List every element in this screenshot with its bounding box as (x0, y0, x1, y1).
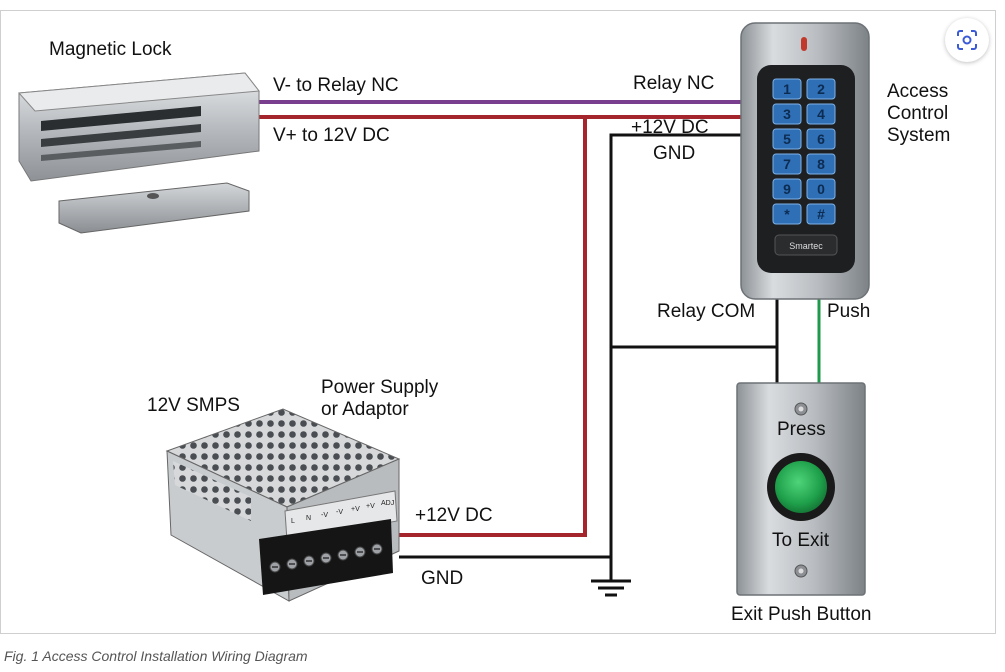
keypad-key: 8 (806, 153, 836, 175)
psu-terminal-label: -V (336, 509, 343, 516)
psu-terminal-label: N (306, 515, 311, 522)
keypad-key-label: 7 (783, 156, 791, 172)
keypad-key-label: 9 (783, 181, 791, 197)
keypad-key-label: 6 (817, 131, 825, 147)
label-access-2: Control (887, 103, 949, 124)
keypad-key-label: 4 (817, 106, 825, 122)
psu-terminal-label: +V (366, 503, 375, 510)
keypad-key-label: * (784, 206, 790, 222)
keypad-key: 7 (772, 153, 802, 175)
label-relay-com: Relay COM (657, 301, 756, 322)
label-press: Press (777, 419, 826, 440)
lens-search-button[interactable] (945, 18, 989, 62)
label-magnetic-lock: Magnetic Lock (49, 39, 172, 60)
keypad-key-label: 5 (783, 131, 791, 147)
keypad-key: 0 (806, 178, 836, 200)
label-to-exit: To Exit (772, 530, 830, 551)
keypad-key: * (772, 203, 802, 225)
keypad-key: 5 (772, 128, 802, 150)
label-relay-nc: Relay NC (633, 73, 715, 94)
label-access-3: System (887, 125, 951, 146)
wire-12v-down (399, 117, 587, 537)
wiring-diagram: 1 2 3 4 5 6 7 8 9 0 * # Smartec L N -V -V +V +V ADJ (17, 22, 870, 602)
keypad-key: # (806, 203, 836, 225)
ground-symbol (591, 579, 631, 597)
power-supply-smps: L N -V -V +V +V ADJ (165, 408, 401, 602)
figure-caption: Fig. 1 Access Control Installation Wirin… (4, 648, 308, 664)
access-control-keypad: 1 2 3 4 5 6 7 8 9 0 * # Smartec (740, 22, 870, 300)
label-power-1: Power Supply (321, 377, 439, 398)
label-smps: 12V SMPS (147, 395, 240, 416)
label-v-plus: V+ to 12V DC (273, 125, 390, 146)
wire-gnd-top (609, 133, 743, 581)
keypad-key: 2 (806, 78, 836, 100)
label-plus12-top: +12V DC (631, 117, 709, 138)
keypad-keys: 1 2 3 4 5 6 7 8 9 0 * # (772, 78, 836, 225)
label-gnd-top: GND (653, 143, 696, 164)
brand-text: Smartec (789, 241, 823, 251)
keypad-key: 9 (772, 178, 802, 200)
keypad-key-label: 8 (817, 156, 825, 172)
exit-push-button (736, 382, 866, 596)
keypad-key-label: 2 (817, 81, 825, 97)
keypad-key-label: 0 (817, 181, 825, 197)
label-gnd-bottom: GND (421, 568, 464, 589)
label-v-minus: V- to Relay NC (273, 75, 399, 96)
lens-search-icon (957, 30, 977, 50)
keypad-key: 4 (806, 103, 836, 125)
keypad-key-label: 3 (783, 106, 791, 122)
psu-screws (269, 543, 383, 573)
label-power-2: or Adaptor (321, 399, 409, 420)
psu-terminal-labels: L N -V -V +V +V ADJ (291, 500, 394, 525)
psu-terminal-label: L (291, 518, 295, 525)
keypad-key: 3 (772, 103, 802, 125)
label-push: Push (827, 301, 871, 322)
wires (256, 100, 821, 597)
keypad-key-label: # (817, 206, 825, 222)
label-plus12-bottom: +12V DC (415, 505, 493, 526)
label-access-1: Access (887, 81, 949, 102)
keypad-key: 6 (806, 128, 836, 150)
psu-terminal-label: ADJ (381, 500, 394, 507)
label-exit-button: Exit Push Button (731, 604, 872, 625)
keypad-key-label: 1 (783, 81, 791, 97)
psu-terminal-label: -V (321, 512, 328, 519)
psu-terminal-label: +V (351, 506, 360, 513)
keypad-key: 1 (772, 78, 802, 100)
magnetic-lock (17, 72, 260, 234)
